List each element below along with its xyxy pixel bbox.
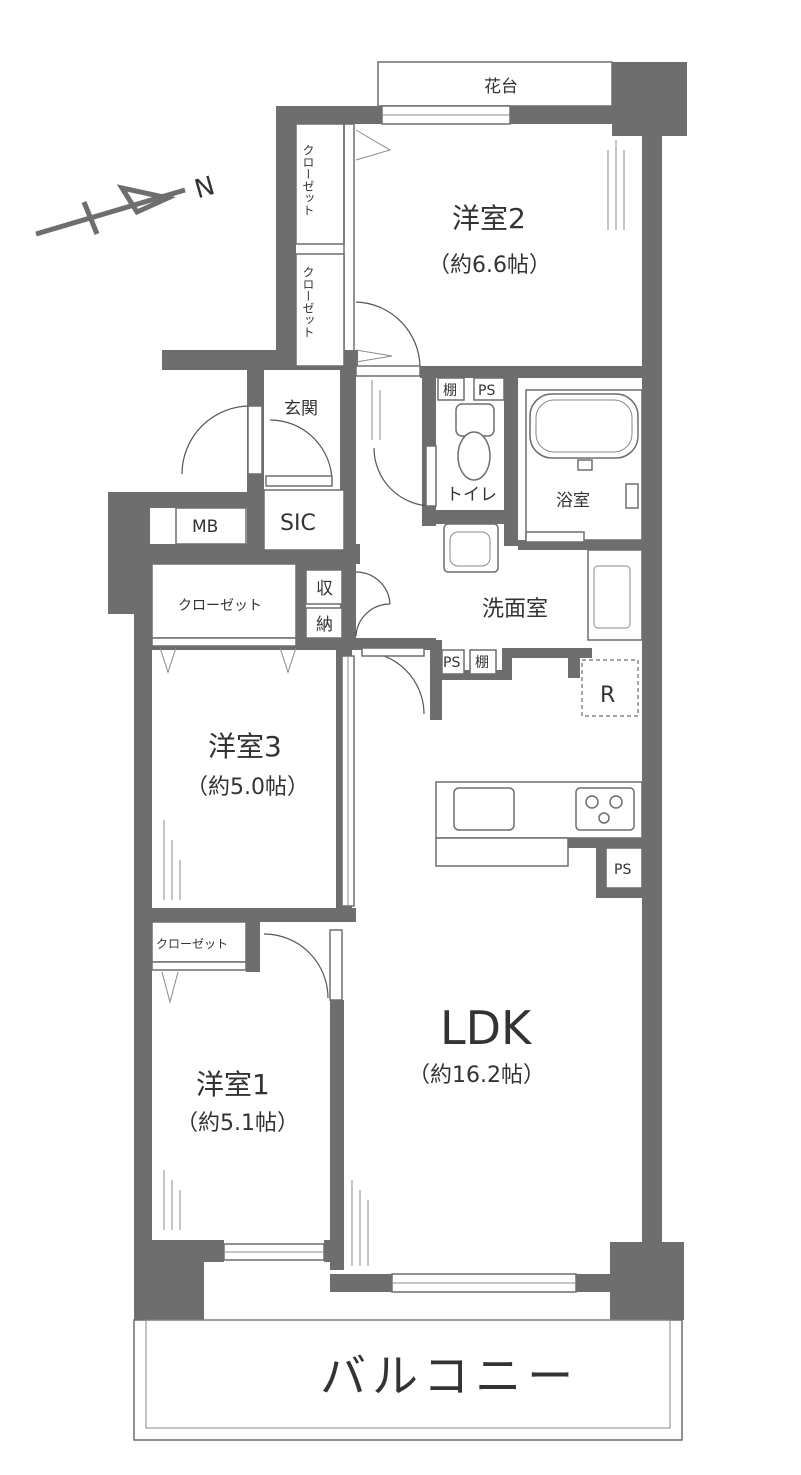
toilet-label: トイレ bbox=[446, 485, 497, 505]
door-corridor[interactable] bbox=[373, 447, 433, 507]
shelf-label: 棚 bbox=[443, 383, 457, 399]
door-sic[interactable] bbox=[269, 419, 333, 483]
entrance-label: 玄関 bbox=[284, 399, 318, 419]
vanity-icon bbox=[587, 549, 643, 641]
mb-label: MB bbox=[192, 517, 218, 537]
closet-label: クローゼット bbox=[156, 937, 228, 951]
door-bedroom2[interactable] bbox=[355, 301, 421, 369]
door-storage[interactable] bbox=[355, 571, 391, 605]
bath-label: 浴室 bbox=[556, 491, 590, 511]
bedroom-3: クローゼット 洋室3 （約5.0帖） bbox=[151, 563, 355, 907]
shelf-label: 棚 bbox=[475, 655, 489, 671]
door-washroom[interactable] bbox=[361, 651, 425, 715]
ps-label: PS bbox=[443, 655, 460, 671]
ldk-name: LDK bbox=[440, 1001, 533, 1055]
closet-label: クローゼット bbox=[301, 266, 315, 338]
closet-label: クローゼット bbox=[178, 598, 262, 614]
north-label: N bbox=[191, 171, 218, 205]
washroom-label: 洗面室 bbox=[482, 597, 548, 622]
bedroom-1-size: （約5.1帖） bbox=[176, 1111, 299, 1136]
storage-label-2: 納 bbox=[316, 615, 333, 635]
ps-label: PS bbox=[478, 383, 495, 399]
ps-label: PS bbox=[614, 862, 631, 878]
toilet-tank-icon bbox=[455, 403, 495, 437]
bathroom: 浴室 bbox=[525, 389, 643, 543]
sink-icon bbox=[453, 787, 515, 831]
washing-machine-icon bbox=[443, 523, 499, 573]
cooktop-icon bbox=[575, 787, 635, 831]
door-entrance[interactable] bbox=[181, 405, 251, 475]
shoe-in-closet: SIC bbox=[263, 489, 345, 551]
bedroom-1: クローゼット 洋室1 （約5.1帖） bbox=[151, 921, 343, 1230]
door-bedroom1[interactable] bbox=[263, 933, 329, 999]
windows bbox=[223, 105, 577, 1293]
bedroom-2-name: 洋室2 bbox=[452, 202, 526, 235]
balcony-label: バルコニー bbox=[320, 1349, 579, 1403]
closet-label: クローゼット bbox=[301, 144, 315, 216]
storage: 収 納 bbox=[305, 569, 391, 639]
flowerbed: 花台 bbox=[377, 61, 613, 107]
ldk-size: （約16.2帖） bbox=[408, 1063, 545, 1088]
kitchen-counter bbox=[435, 781, 643, 867]
bedroom-3-name: 洋室3 bbox=[208, 730, 282, 763]
toilet-bowl-icon bbox=[457, 431, 491, 481]
entrance: 玄関 bbox=[181, 399, 333, 487]
bedroom-2: 洋室2 （約6.6帖） bbox=[428, 140, 625, 278]
balcony: バルコニー bbox=[133, 1319, 683, 1441]
bedroom-3-size: （約5.0帖） bbox=[186, 775, 309, 800]
flowerbed-label: 花台 bbox=[484, 77, 518, 97]
toilet-room: 棚 PS トイレ bbox=[437, 377, 505, 505]
sic-label: SIC bbox=[280, 511, 316, 536]
north-arrow-icon: N bbox=[35, 171, 218, 237]
refrigerator-space: R bbox=[581, 659, 639, 717]
bedroom-2-size: （約6.6帖） bbox=[428, 253, 551, 278]
storage-label-1: 収 bbox=[316, 579, 333, 599]
refrigerator-label: R bbox=[600, 683, 615, 708]
closet-bedroom2-lower: クローゼット bbox=[295, 253, 393, 367]
bathtub-icon bbox=[529, 393, 639, 459]
bedroom-1-name: 洋室1 bbox=[196, 1068, 270, 1101]
outer-walls bbox=[108, 106, 684, 1320]
washroom: 洗面室 PS 棚 bbox=[441, 523, 643, 675]
closet-bedroom2-upper: クローゼット bbox=[295, 123, 392, 371]
ps-kitchen: PS bbox=[605, 847, 643, 889]
wall-pillar-top bbox=[612, 62, 687, 136]
faucet-icon bbox=[625, 483, 639, 509]
ldk: LDK （約16.2帖） bbox=[351, 1001, 545, 1266]
meter-box: MB bbox=[175, 507, 247, 545]
